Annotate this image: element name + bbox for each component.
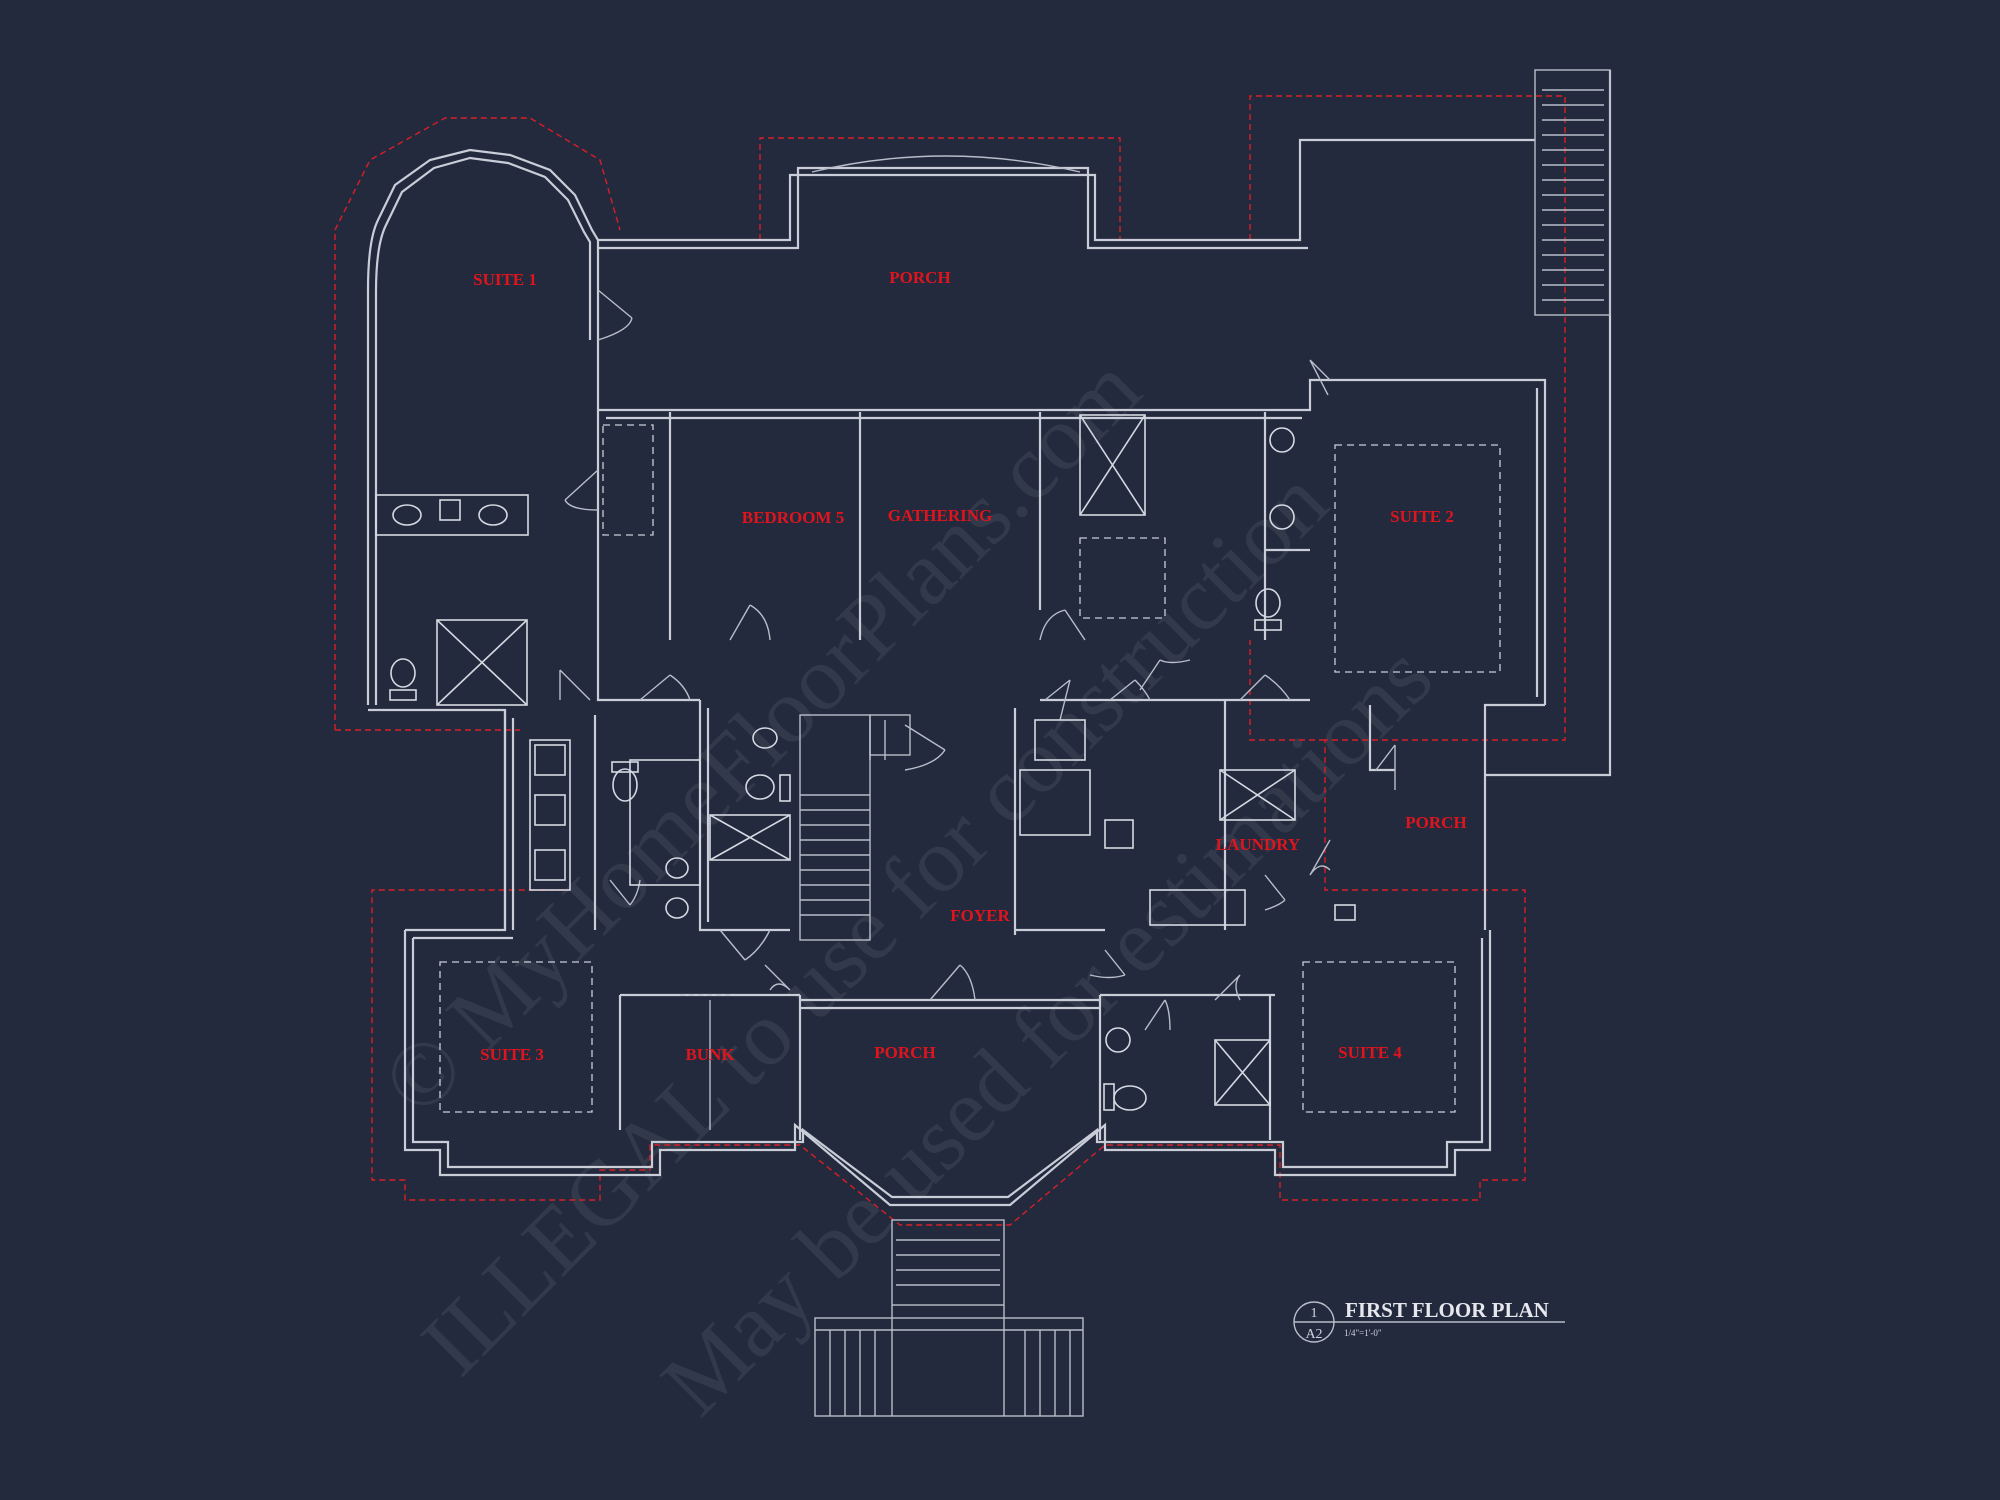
room-labels: SUITE 1 PORCH BEDROOM 5 GATHERING SUITE … [473, 268, 1467, 1064]
south-landing-rails [815, 1305, 1083, 1416]
plan-title: FIRST FLOOR PLAN [1345, 1298, 1549, 1322]
room-label-suite-3: SUITE 3 [480, 1045, 544, 1064]
exterior-walls [366, 70, 1612, 1207]
roof-overhang-lines [334, 95, 1566, 1226]
room-label-gathering: GATHERING [888, 506, 993, 525]
room-label-suite-1: SUITE 1 [473, 270, 537, 289]
room-label-bunk: BUNK [685, 1045, 735, 1064]
south-stair-treads [896, 1239, 1000, 1286]
drawing-title-block: 1 A2 FIRST FLOOR PLAN 1/4"=1'-0" [1293, 1298, 1565, 1343]
interior-stair-treads [800, 720, 886, 916]
east-stair-treads [1542, 89, 1604, 301]
plumbing-fixtures [375, 414, 1356, 1111]
ceiling-outlines [439, 424, 1501, 1113]
room-label-porch-east: PORCH [1405, 813, 1466, 832]
room-label-foyer: FOYER [950, 906, 1010, 925]
stairs [799, 69, 1611, 1417]
detail-number: 1 [1311, 1306, 1318, 1321]
room-label-porch-south: PORCH [874, 1043, 935, 1062]
sheet-number: A2 [1305, 1327, 1322, 1342]
room-label-laundry: LAUNDRY [1216, 835, 1300, 854]
plan-scale: 1/4"=1'-0" [1344, 1328, 1382, 1338]
door-swings [559, 289, 1396, 1031]
room-label-porch-north: PORCH [889, 268, 950, 287]
room-label-suite-2: SUITE 2 [1390, 507, 1454, 526]
room-label-bedroom-5: BEDROOM 5 [742, 508, 844, 527]
room-label-suite-4: SUITE 4 [1338, 1043, 1402, 1062]
